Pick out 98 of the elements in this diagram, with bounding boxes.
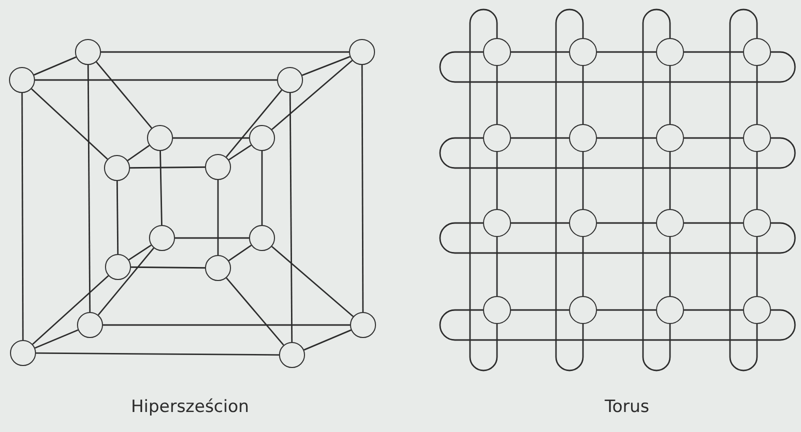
- connector-line: [756, 66, 758, 124]
- connector-line: [36, 352, 279, 356]
- node-circle: [483, 296, 511, 324]
- connector-line: [103, 324, 350, 326]
- connector-line: [684, 137, 743, 139]
- connector-line: [729, 8, 758, 372]
- node-circle: [656, 38, 684, 66]
- node-circle: [656, 296, 684, 324]
- connector-line: [35, 79, 277, 81]
- connector-line: [302, 56, 350, 76]
- connector-line: [756, 237, 758, 296]
- connector-line: [226, 277, 284, 346]
- connector-line: [511, 222, 569, 224]
- node-circle: [743, 209, 771, 237]
- connector-line: [128, 244, 152, 260]
- connector-line: [173, 137, 249, 139]
- connector-line: [127, 144, 150, 162]
- connector-line: [642, 8, 671, 372]
- connector-line: [226, 90, 282, 158]
- node-circle: [249, 125, 275, 151]
- connector-line: [582, 66, 584, 124]
- connector-line: [271, 60, 353, 130]
- node-circle: [205, 154, 231, 180]
- node-circle: [483, 38, 511, 66]
- connector-line: [228, 244, 252, 262]
- connector-line: [116, 181, 119, 254]
- connector-line: [511, 51, 569, 53]
- connector-line: [160, 150, 162, 226]
- connector-line: [130, 166, 205, 169]
- connector-line: [96, 62, 152, 128]
- connector-line: [131, 266, 205, 269]
- connector-line: [684, 309, 743, 311]
- connector-line: [511, 137, 569, 139]
- node-circle: [656, 124, 684, 152]
- node-circle: [10, 340, 36, 366]
- node-circle: [743, 124, 771, 152]
- node-circle: [483, 124, 511, 152]
- node-circle: [77, 312, 103, 338]
- connector-line: [555, 8, 584, 372]
- connector-line: [101, 51, 349, 53]
- connector-line: [511, 309, 569, 311]
- node-circle: [149, 225, 175, 251]
- connector-line: [289, 93, 293, 342]
- connector-line: [98, 248, 154, 316]
- node-circle: [569, 209, 597, 237]
- node-circle: [569, 124, 597, 152]
- connector-line: [469, 8, 498, 372]
- node-circle: [147, 125, 173, 151]
- connector-line: [439, 309, 796, 341]
- node-circle: [249, 225, 275, 251]
- connector-line: [87, 65, 91, 312]
- node-circle: [104, 155, 130, 181]
- figure-caption: Hipersześcion: [130, 397, 250, 417]
- connector-line: [597, 222, 656, 224]
- connector-line: [261, 151, 263, 225]
- connector-line: [361, 65, 364, 312]
- connector-line: [31, 88, 108, 160]
- connector-line: [669, 237, 671, 296]
- connector-line: [439, 137, 796, 169]
- connector-line: [34, 56, 76, 76]
- connector-line: [684, 51, 743, 53]
- connector-line: [496, 237, 498, 296]
- connector-line: [32, 275, 109, 345]
- connector-line: [684, 222, 743, 224]
- node-circle: [349, 39, 375, 65]
- node-circle: [105, 254, 131, 280]
- connector-line: [597, 51, 656, 53]
- node-circle: [350, 312, 376, 338]
- connector-line: [439, 222, 796, 254]
- node-circle: [743, 296, 771, 324]
- node-circle: [743, 38, 771, 66]
- connector-line: [582, 152, 584, 209]
- connector-line: [34, 329, 78, 349]
- connector-line: [304, 329, 352, 351]
- node-circle: [75, 39, 101, 65]
- connector-line: [582, 237, 584, 296]
- figure-caption: Torus: [604, 397, 650, 417]
- connector-line: [217, 180, 219, 255]
- node-circle: [656, 209, 684, 237]
- connector-line: [597, 309, 656, 311]
- connector-line: [496, 66, 498, 124]
- connector-line: [439, 51, 796, 83]
- node-circle: [483, 209, 511, 237]
- connector-line: [271, 246, 354, 318]
- connector-line: [21, 93, 24, 340]
- node-circle: [279, 342, 305, 368]
- connector-line: [597, 137, 656, 139]
- connector-line: [175, 237, 249, 239]
- connector-line: [496, 152, 498, 209]
- connector-line: [669, 152, 671, 209]
- connector-line: [756, 152, 758, 209]
- node-circle: [569, 296, 597, 324]
- node-circle: [277, 67, 303, 93]
- node-circle: [569, 38, 597, 66]
- node-circle: [205, 255, 231, 281]
- connector-line: [669, 66, 671, 124]
- connector-line: [228, 144, 252, 160]
- node-circle: [9, 67, 35, 93]
